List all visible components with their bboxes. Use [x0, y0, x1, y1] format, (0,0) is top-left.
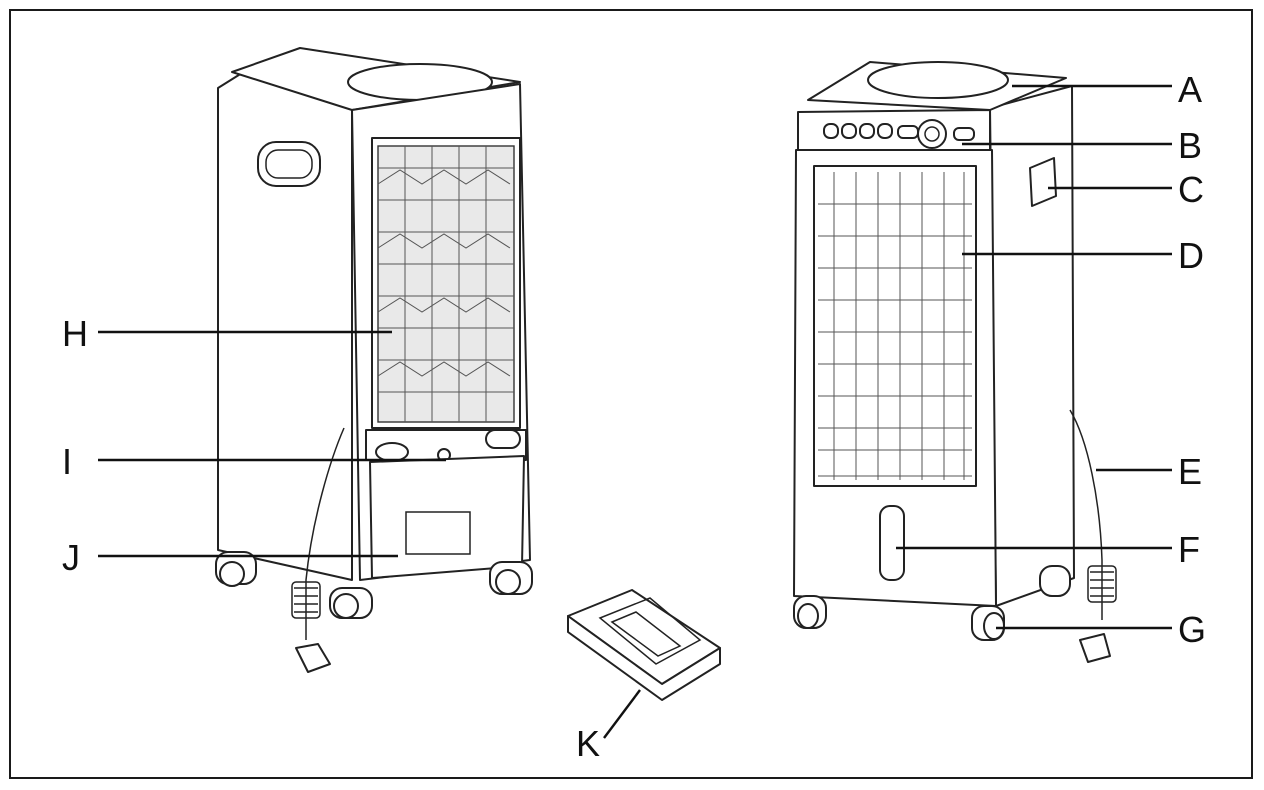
leader-lines	[98, 84, 1172, 739]
label-c: C	[1178, 169, 1204, 210]
water-tank-handle-recess	[405, 511, 471, 555]
carry-handle	[1029, 157, 1057, 207]
label-h: H	[62, 313, 88, 354]
rear-unit-clip	[485, 429, 521, 449]
leader-line-k	[603, 689, 641, 739]
control-panel	[823, 119, 975, 149]
front-unit-power-cord	[1069, 409, 1103, 620]
label-f: F	[1178, 529, 1200, 570]
water-level-window	[879, 505, 905, 581]
water-fill-cap	[867, 61, 1009, 99]
front-view-unit	[793, 61, 1117, 663]
honeycomb-filter-pad	[377, 145, 515, 423]
float-indicator	[375, 442, 409, 462]
rear-unit-plug	[295, 643, 331, 673]
air-louvres	[818, 172, 972, 480]
part-labels: A B C D E F G H I J K	[62, 69, 1206, 764]
rear-unit-casters	[215, 551, 533, 619]
label-g: G	[1178, 609, 1206, 650]
rear-view-unit	[215, 47, 533, 673]
label-j: J	[62, 537, 80, 578]
front-unit-cord-coil	[1087, 565, 1117, 603]
label-k: K	[576, 723, 600, 764]
label-a: A	[1178, 69, 1202, 110]
label-b: B	[1178, 125, 1202, 166]
label-i: I	[62, 441, 72, 482]
label-e: E	[1178, 451, 1202, 492]
air-louvre-frame	[813, 165, 977, 487]
rear-unit-power-cord	[305, 427, 345, 640]
rear-unit-side-handle	[257, 141, 321, 187]
front-unit-side-panel	[989, 85, 1075, 607]
ice-pack	[567, 589, 721, 701]
rear-unit-water-tank	[369, 455, 525, 579]
front-unit-casters	[793, 565, 1071, 641]
front-unit-plug	[1079, 633, 1111, 663]
rear-unit-cord-coil	[291, 581, 321, 619]
label-d: D	[1178, 235, 1204, 276]
